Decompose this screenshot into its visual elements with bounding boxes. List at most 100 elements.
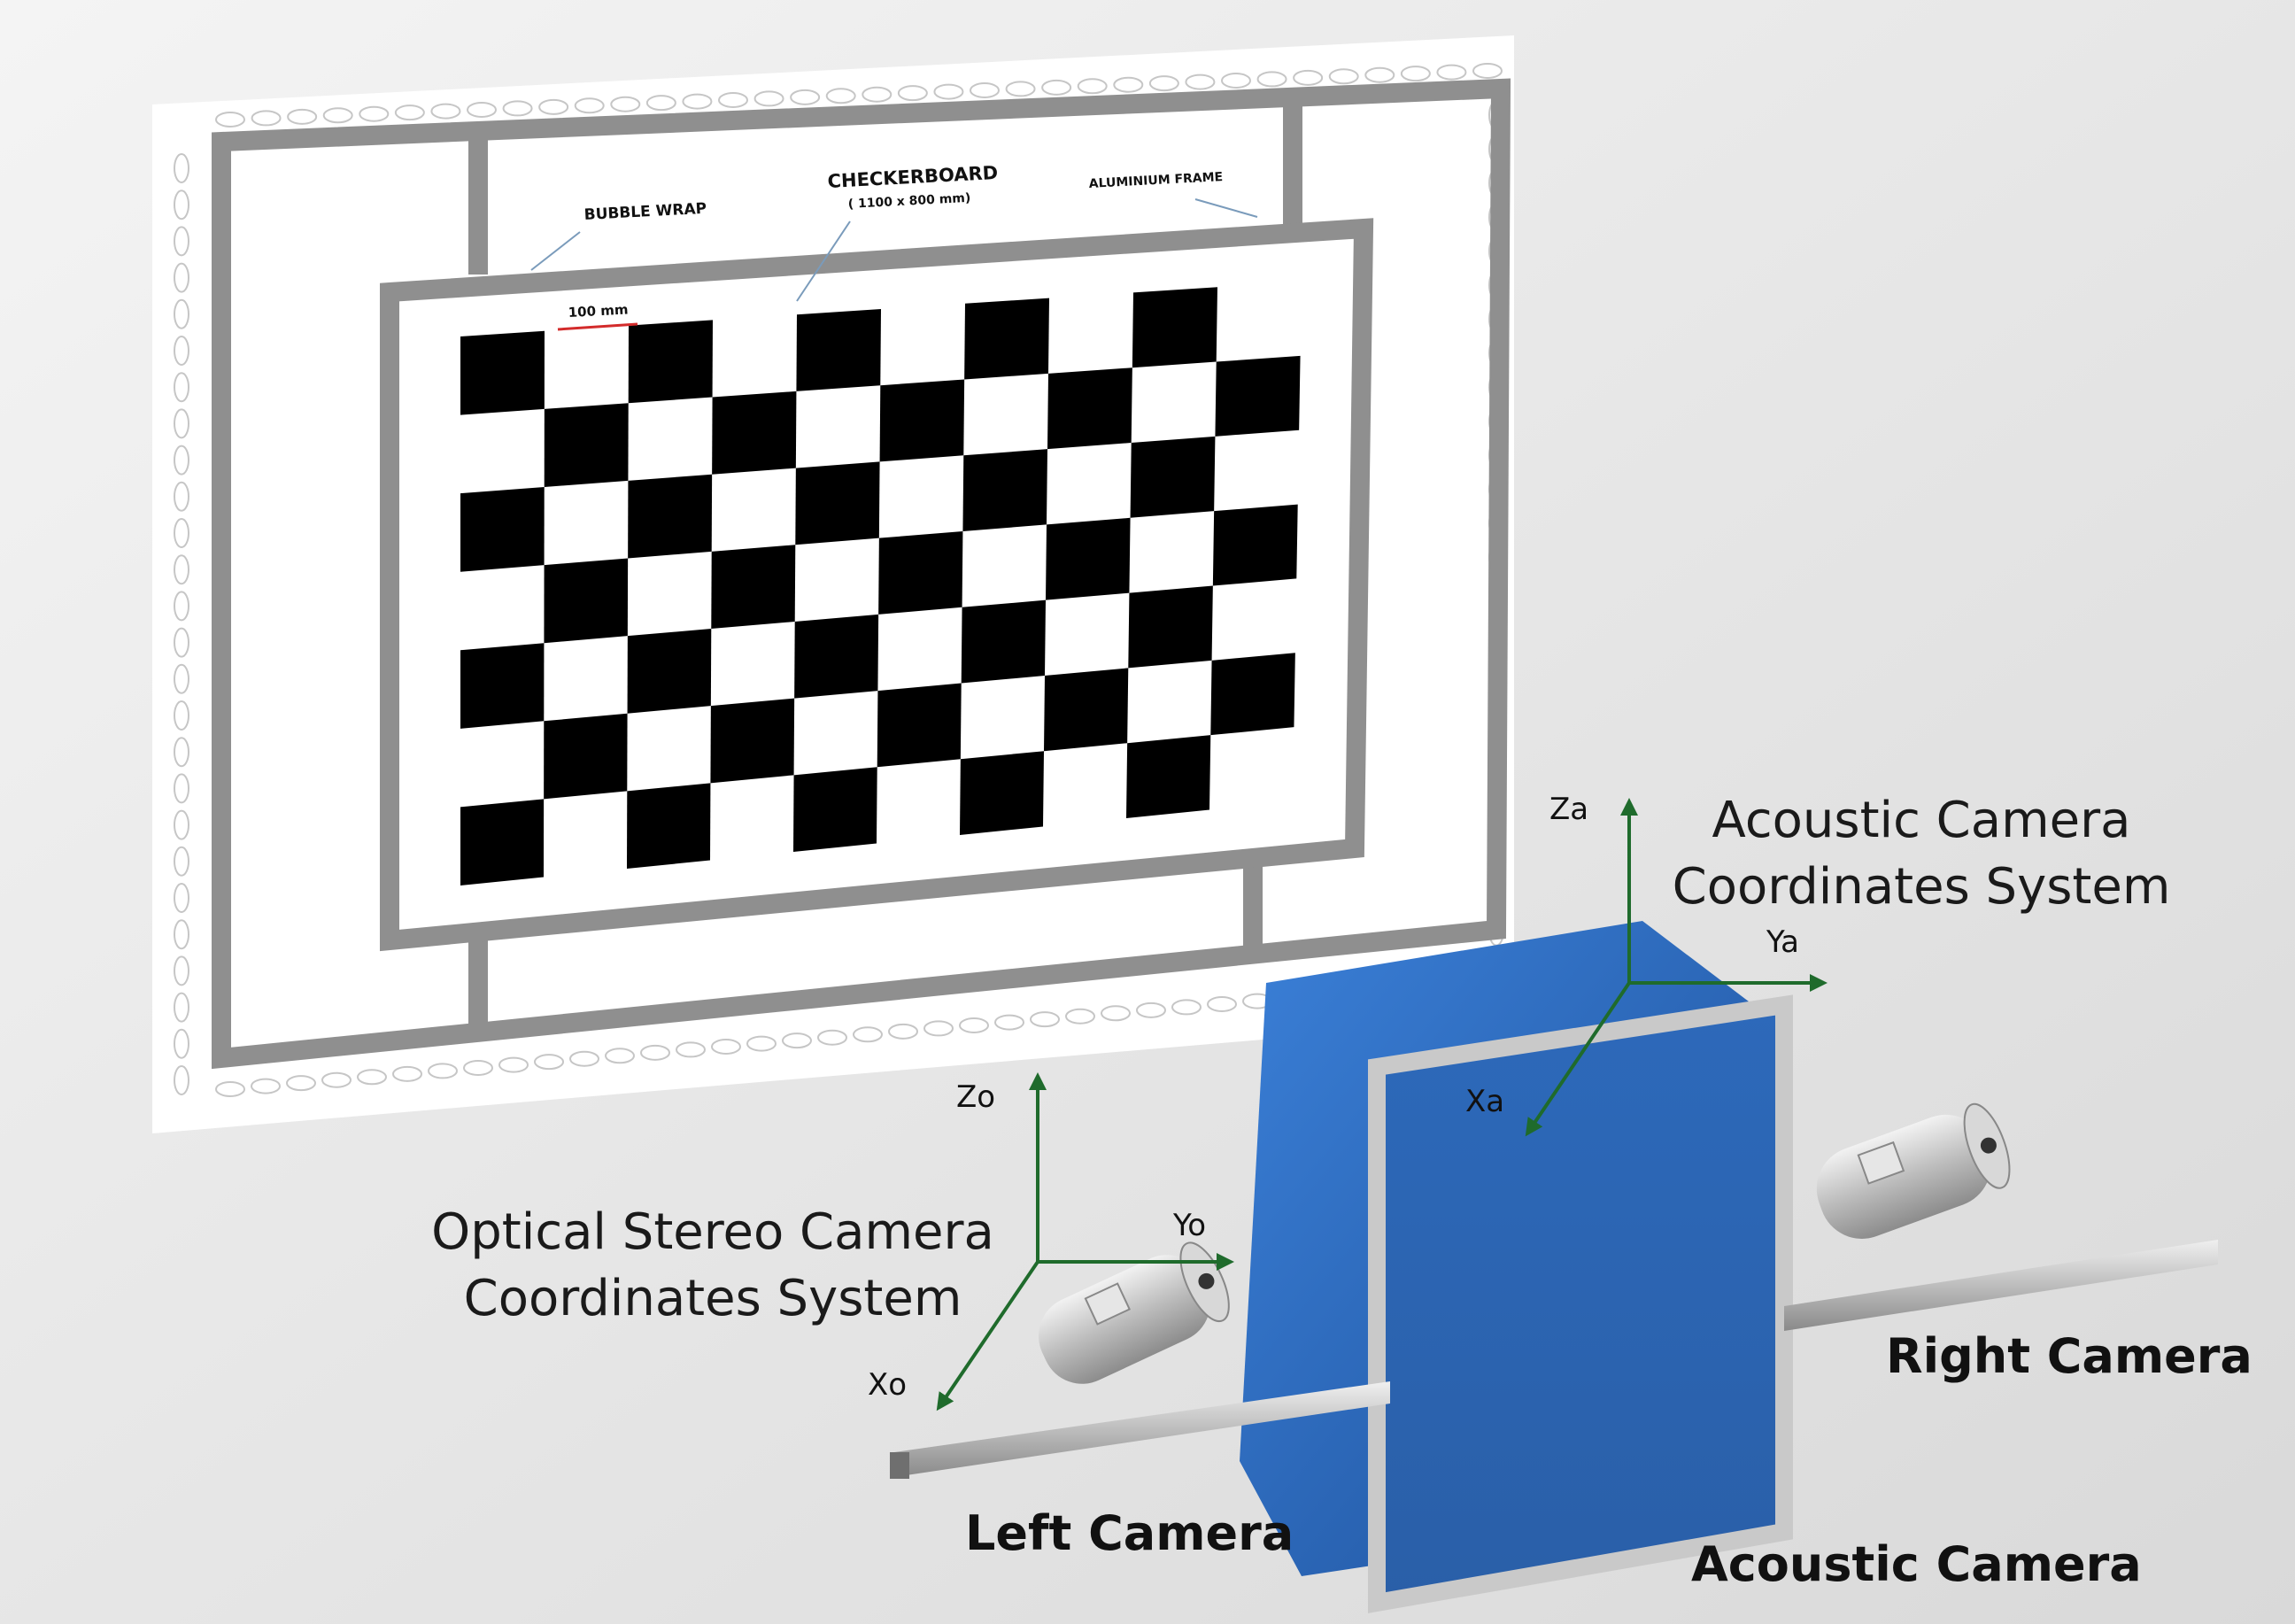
bubble: [174, 445, 189, 476]
bubble: [1400, 66, 1431, 82]
checker-square: [1132, 287, 1217, 368]
acoustic-system-title-line1: Acoustic Camera: [1712, 792, 2131, 849]
bubble: [933, 83, 964, 100]
left-rail-end: [890, 1452, 909, 1479]
bubble: [746, 1035, 777, 1052]
bubble: [753, 90, 784, 107]
bubble: [1256, 71, 1287, 88]
bubble: [1207, 996, 1237, 1012]
bubble: [711, 1039, 741, 1055]
bubble: [1472, 63, 1503, 79]
bubble: [174, 737, 189, 768]
acoustic-axes: [1525, 798, 1828, 1137]
checker-square: [1044, 668, 1129, 752]
checker-square: [460, 643, 545, 729]
aluminium-frame-outer: [212, 78, 1511, 1070]
checker-square: [627, 629, 712, 714]
axis-label-xa: Xa: [1465, 1084, 1504, 1119]
bubble: [1005, 81, 1036, 97]
right-camera-label: Right Camera: [1886, 1328, 2252, 1384]
right-rail: [1784, 1240, 2218, 1331]
checker-square: [879, 379, 965, 462]
bubble: [321, 1071, 352, 1088]
optical-system-title-line2: Coordinates System: [464, 1270, 962, 1327]
bubble: [1293, 69, 1324, 86]
bubble: [174, 992, 189, 1023]
bubble: [1436, 64, 1467, 81]
bubble: [215, 1081, 245, 1097]
checker-square: [795, 461, 880, 545]
bubble: [605, 1048, 635, 1064]
bubble: [1030, 1011, 1060, 1028]
bubble: [959, 1017, 989, 1033]
axis-label-zo: Zo: [956, 1079, 995, 1115]
axis-label-xo: Xo: [868, 1367, 907, 1403]
checker-square: [1130, 436, 1216, 518]
bubble: [825, 88, 856, 104]
bubble: [286, 1075, 316, 1092]
bubble: [174, 700, 189, 731]
bubble: [610, 96, 641, 112]
checker-square: [1047, 367, 1132, 450]
right-camera-body: [1816, 1102, 2011, 1239]
bubble: [174, 554, 189, 585]
bubble: [1185, 73, 1216, 90]
bubble: [888, 1023, 918, 1040]
bubble: [467, 102, 497, 118]
checker-square: [628, 474, 713, 559]
bubble: [676, 1041, 706, 1058]
checker-square: [794, 614, 879, 699]
bubble: [1328, 68, 1359, 85]
bubble: [782, 1032, 812, 1049]
checkerboard-size-label: ( 1100 x 800 mm): [847, 191, 970, 212]
axis-label-ya: Ya: [1766, 924, 1799, 960]
bubble: [174, 518, 189, 548]
bubble: [1077, 78, 1108, 95]
checker-square: [544, 558, 629, 644]
checker-square: [793, 767, 877, 852]
bubble: [174, 408, 189, 439]
bubble: [1136, 1001, 1166, 1018]
bubble: [174, 955, 189, 986]
bubble: [534, 1054, 564, 1071]
acoustic-camera: [1240, 921, 1793, 1613]
checker-square: [964, 298, 1049, 380]
checker-square: [544, 403, 629, 487]
acoustic-system-title-line2: Coordinates System: [1673, 858, 2171, 916]
bubble: [174, 372, 189, 403]
left-rail: [894, 1381, 1390, 1477]
checkerboard-pointer: [796, 220, 851, 302]
checker-square: [877, 683, 962, 768]
bubble: [174, 226, 189, 257]
bubble: [569, 1050, 599, 1067]
bubble: [174, 919, 189, 950]
axis-xo: [936, 1260, 1039, 1411]
bubble: [1041, 79, 1072, 96]
bubble: [970, 82, 1000, 98]
checker-square: [878, 531, 963, 615]
bubble: [174, 773, 189, 804]
bubble: [1221, 73, 1251, 89]
bubble: [790, 89, 821, 105]
bubble: [817, 1029, 847, 1046]
calibration-panel: BUBBLE WRAP CHECKERBOARD ( 1100 x 800 mm…: [152, 35, 1514, 1133]
bubble: [174, 809, 189, 840]
axis-xa: [1525, 981, 1631, 1137]
bubble: [1113, 76, 1144, 93]
bubble: [392, 1065, 422, 1082]
bubble: [502, 100, 533, 117]
acoustic-camera-frame: [1368, 994, 1793, 1613]
checker-square: [460, 330, 545, 415]
bubble: [174, 298, 189, 329]
bubble: [215, 112, 245, 128]
bubble: [174, 189, 189, 220]
bubble: [322, 107, 353, 124]
checker-square: [460, 799, 545, 885]
bubble: [357, 1069, 387, 1086]
aluminium-frame-label: ALUMINIUM FRAME: [1088, 170, 1223, 191]
aluminium-frame-pointer: [1194, 198, 1258, 218]
acoustic-camera-label: Acoustic Camera: [1691, 1536, 2142, 1592]
bubble: [1065, 1008, 1095, 1025]
bubble: [645, 95, 676, 112]
bubble: [574, 97, 605, 114]
